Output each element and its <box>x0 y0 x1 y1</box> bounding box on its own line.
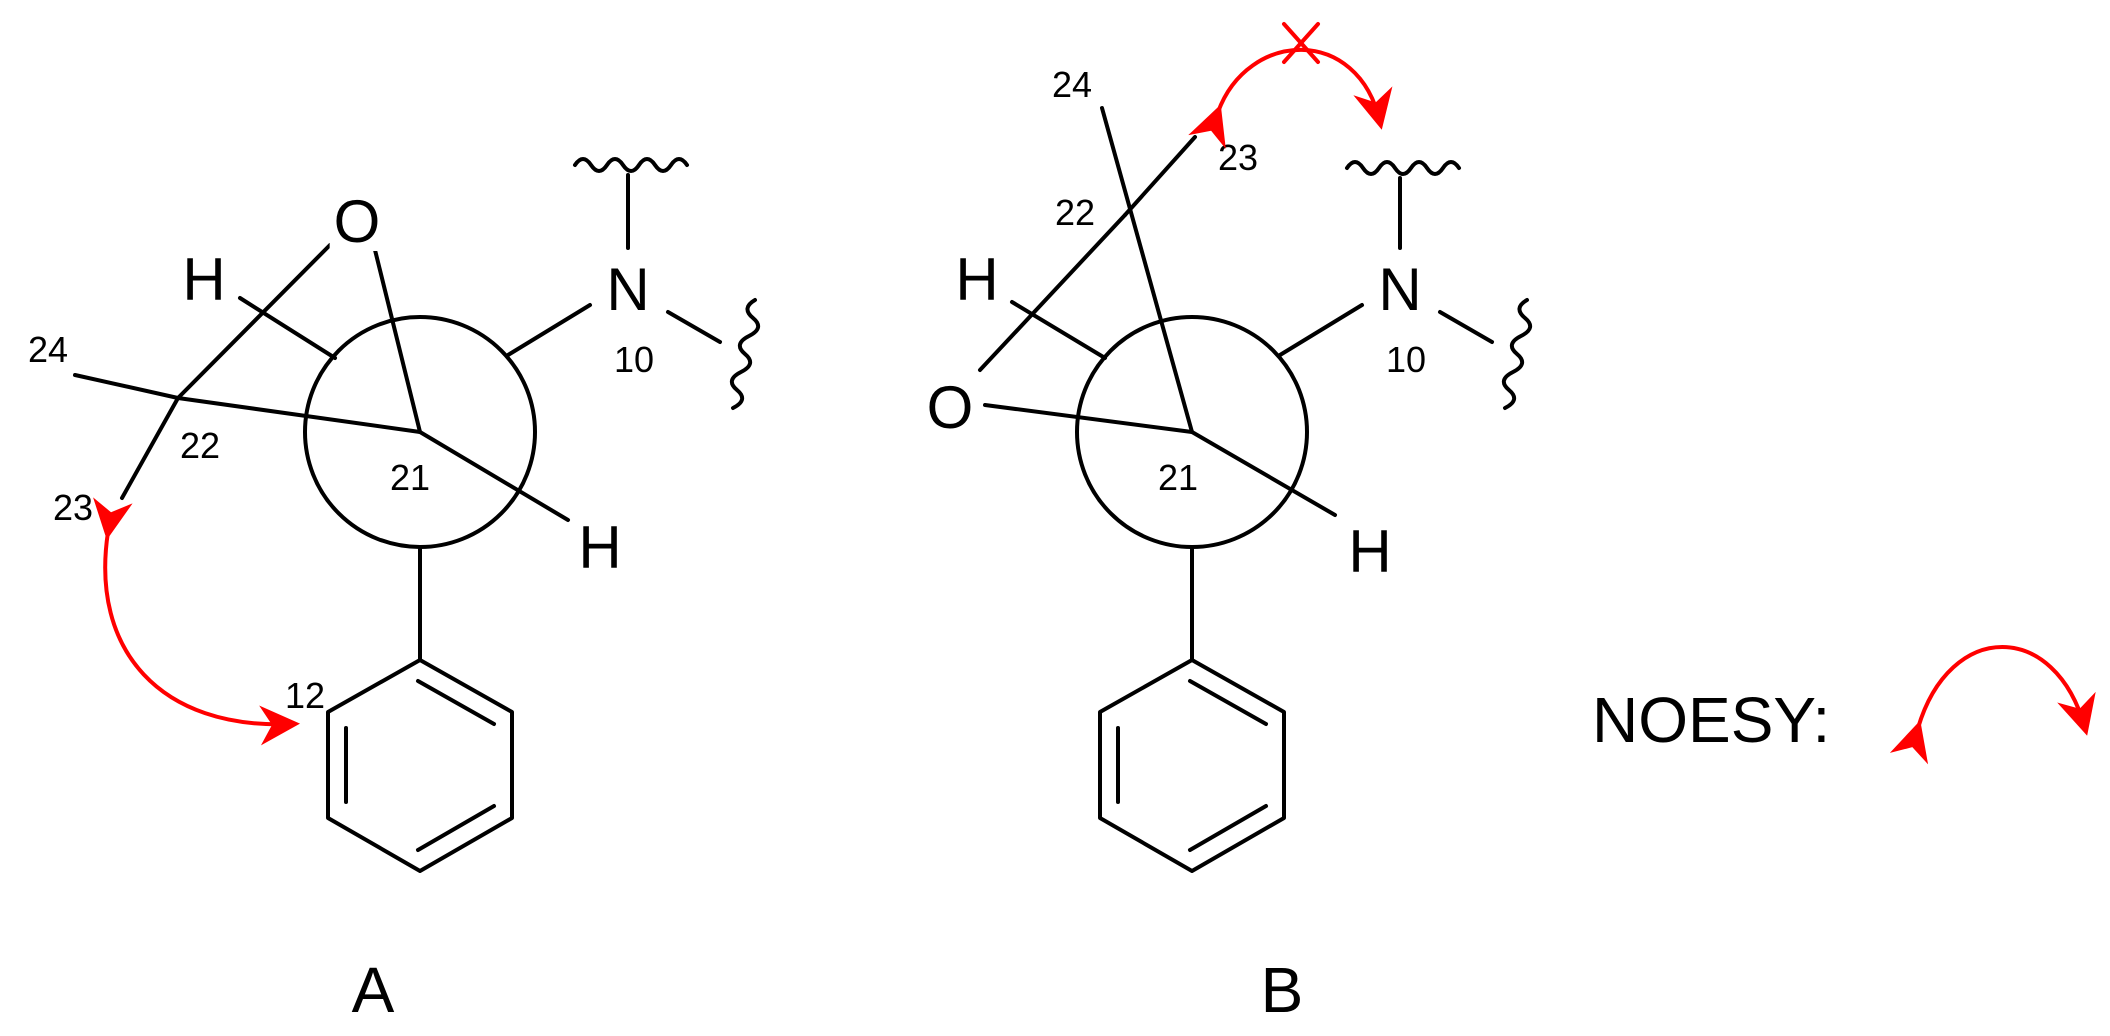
locant-22-b: 22 <box>1055 192 1095 233</box>
phenyl-double-1-b <box>1188 679 1268 726</box>
locant-23-a: 23 <box>53 487 93 528</box>
atom-hydrogen-bottom-a: H <box>578 514 621 581</box>
bond-c22-c23-a <box>120 396 180 500</box>
caption-b: B <box>1261 954 1304 1026</box>
locant-12-a: 12 <box>285 675 325 716</box>
locant-10-b: 10 <box>1386 339 1426 380</box>
phenyl-double-2-b <box>1188 804 1268 852</box>
bond-c22-o-b <box>978 213 1127 372</box>
wavy-bond-right-b <box>1501 298 1533 410</box>
locant-10-a: 10 <box>614 339 654 380</box>
locant-21-b: 21 <box>1158 457 1198 498</box>
bond-c21-h-a <box>418 430 570 522</box>
phenyl-ring-a <box>326 658 514 873</box>
atom-label-mask <box>178 252 230 309</box>
atom-label-mask <box>951 252 1003 309</box>
atom-label-mask <box>329 194 385 251</box>
locant-24-a: 24 <box>28 329 68 370</box>
atom-nitrogen-a: N <box>606 256 649 323</box>
bond-back-h-b <box>1010 300 1107 360</box>
structure-a: O H H N 24 22 23 21 10 12 A <box>28 157 761 1026</box>
atom-hydrogen-top-b: H <box>955 246 998 313</box>
bond-n-right-a <box>666 310 722 344</box>
bond-n-right-b <box>1438 310 1494 344</box>
bond-c22-o-a <box>176 243 332 400</box>
bond-c21-c22-a <box>176 396 422 434</box>
atom-label-mask <box>574 520 626 577</box>
locant-21-a: 21 <box>390 457 430 498</box>
phenyl-double-2-a <box>416 804 496 852</box>
atom-label-mask <box>1374 262 1426 319</box>
bond-c21-h-b <box>1190 430 1337 517</box>
locant-23-b: 23 <box>1218 137 1258 178</box>
atom-oxygen-a: O <box>334 188 381 255</box>
bond-back-n-b <box>1278 303 1364 357</box>
structure-b: O H H N 24 23 22 21 10 B <box>922 22 1533 1026</box>
bond-c22-c24-a <box>73 373 180 400</box>
bond-back-h-a <box>238 296 337 360</box>
bond-c21-c24-b <box>1100 106 1194 434</box>
bond-back-n-a <box>506 303 592 357</box>
bond-c21-o-a <box>373 248 422 434</box>
noesy-cross-line-2 <box>1282 22 1320 64</box>
legend-noesy-arrow <box>1889 645 2096 765</box>
wavy-bond-top-b <box>1345 160 1461 176</box>
atom-oxygen-b: O <box>927 374 974 441</box>
wavy-bond-top-a <box>573 157 689 173</box>
locant-24-b: 24 <box>1052 64 1092 105</box>
locant-22-a: 22 <box>180 425 220 466</box>
phenyl-ring-b <box>1098 658 1286 873</box>
atom-label-mask <box>602 262 654 319</box>
atom-label-mask <box>922 380 978 437</box>
bond-c21-o-b <box>983 403 1194 434</box>
legend-label: NOESY: <box>1592 684 1830 756</box>
bond-c22-c23-b <box>1123 135 1197 217</box>
phenyl-double-1-a <box>416 679 496 726</box>
legend: NOESY: <box>1592 645 2096 765</box>
wavy-bond-right-a <box>729 298 761 410</box>
atom-hydrogen-top-a: H <box>182 246 225 313</box>
atom-nitrogen-b: N <box>1378 256 1421 323</box>
caption-a: A <box>352 954 395 1026</box>
noesy-arrow-a <box>93 497 300 746</box>
atom-label-mask <box>1344 524 1396 581</box>
noesy-arrow-b <box>1188 47 1393 149</box>
atom-hydrogen-bottom-b: H <box>1348 518 1391 585</box>
